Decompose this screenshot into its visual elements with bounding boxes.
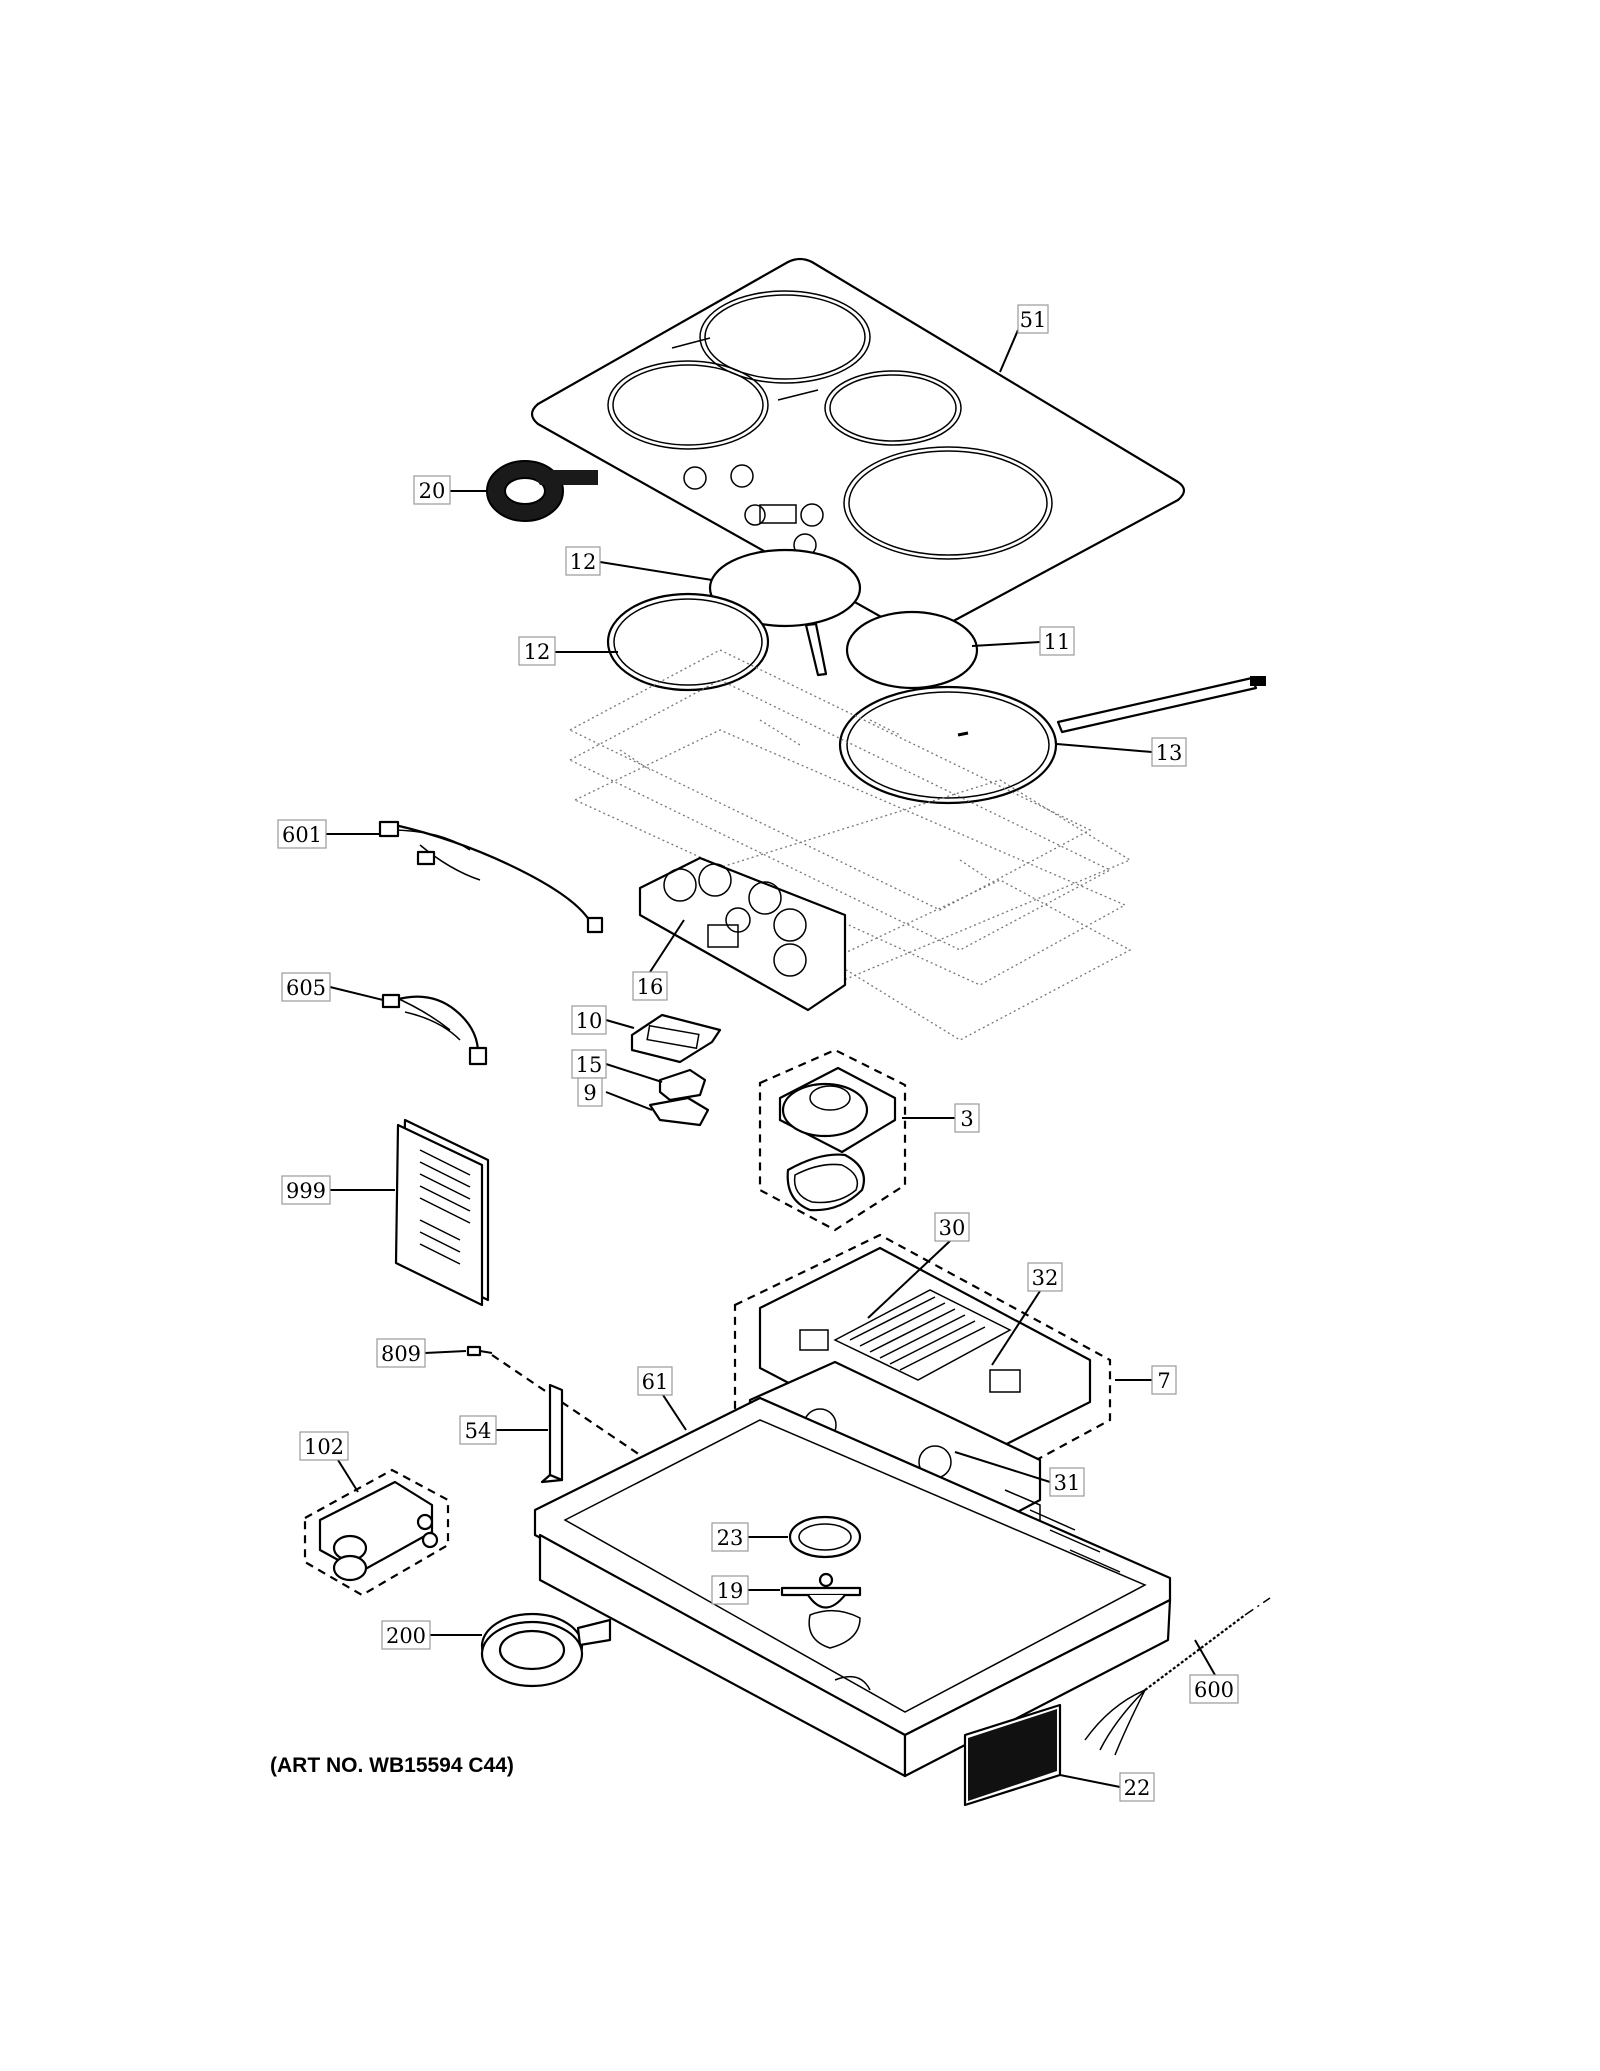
- callout-labels: 51 20 12 12 11 13 601 16 605 10 15 9 3 9…: [277, 304, 1239, 1802]
- callout-30: 30: [934, 1212, 970, 1242]
- terminal-block-part: [303, 1468, 450, 1597]
- callout-605: 605: [281, 972, 331, 1002]
- callout-12a: 12: [565, 546, 601, 576]
- svg-text:31: 31: [1054, 1471, 1081, 1495]
- callout-600: 600: [1189, 1674, 1239, 1704]
- callout-15: 15: [571, 1049, 607, 1079]
- svg-text:22: 22: [1124, 1776, 1151, 1800]
- fan-assembly-part: [758, 1048, 907, 1232]
- callout-13: 13: [1151, 737, 1187, 767]
- callout-3: 3: [954, 1103, 980, 1133]
- svg-text:601: 601: [282, 823, 322, 847]
- callout-51: 51: [1017, 304, 1049, 334]
- induction-coil-parts: [606, 548, 1266, 805]
- callout-102: 102: [299, 1431, 349, 1461]
- svg-text:200: 200: [386, 1624, 426, 1648]
- art-number: (ART NO. WB15594 C44): [270, 1754, 514, 1777]
- svg-text:30: 30: [939, 1216, 966, 1240]
- svg-text:605: 605: [286, 976, 326, 1000]
- callout-20: 20: [413, 475, 451, 505]
- callout-61: 61: [637, 1366, 673, 1396]
- glass-cooktop-part: [530, 257, 1186, 637]
- svg-text:999: 999: [286, 1179, 326, 1203]
- svg-text:12: 12: [570, 550, 597, 574]
- svg-text:3: 3: [960, 1107, 973, 1131]
- svg-text:23: 23: [717, 1526, 744, 1550]
- callout-31: 31: [1049, 1467, 1085, 1497]
- owners-manual-part: [394, 1118, 490, 1307]
- svg-text:102: 102: [304, 1435, 344, 1459]
- callout-16: 16: [632, 971, 668, 1001]
- svg-text:7: 7: [1157, 1369, 1170, 1393]
- svg-text:10: 10: [576, 1009, 603, 1033]
- svg-text:32: 32: [1032, 1266, 1059, 1290]
- gasket-roll-part: [486, 460, 598, 522]
- tape-roll-part: [480, 1612, 612, 1688]
- callout-7: 7: [1151, 1365, 1177, 1395]
- callout-9: 9: [577, 1077, 603, 1107]
- svg-text:51: 51: [1020, 308, 1047, 332]
- svg-text:20: 20: [419, 479, 446, 503]
- svg-text:54: 54: [465, 1419, 492, 1443]
- callout-12b: 12: [518, 636, 556, 666]
- svg-text:19: 19: [717, 1579, 744, 1603]
- svg-text:13: 13: [1156, 741, 1183, 765]
- svg-text:809: 809: [381, 1342, 421, 1366]
- callout-11: 11: [1039, 626, 1075, 656]
- callout-23: 23: [711, 1522, 749, 1552]
- callout-601: 601: [277, 819, 327, 849]
- callout-809: 809: [376, 1338, 426, 1368]
- svg-text:9: 9: [583, 1081, 596, 1105]
- callout-10: 10: [571, 1005, 607, 1035]
- svg-text:61: 61: [642, 1370, 669, 1394]
- svg-text:15: 15: [576, 1053, 603, 1077]
- wire-harness-parts: [378, 820, 604, 1066]
- callout-54: 54: [459, 1415, 497, 1445]
- leader-lines: [325, 329, 1216, 1788]
- callout-999: 999: [281, 1175, 331, 1205]
- svg-text:11: 11: [1044, 630, 1071, 654]
- svg-text:16: 16: [637, 975, 664, 999]
- callout-19: 19: [711, 1575, 749, 1605]
- control-board-part: [638, 856, 847, 1012]
- svg-text:600: 600: [1194, 1678, 1234, 1702]
- conduit-part: [1084, 1597, 1271, 1756]
- callout-22: 22: [1119, 1772, 1155, 1802]
- label-part: [963, 1703, 1062, 1807]
- small-bracket-parts: [630, 1013, 722, 1127]
- screw-and-bracket-parts: [466, 1345, 641, 1484]
- grommet-and-clip-parts: [780, 1515, 862, 1609]
- svg-text:12: 12: [524, 640, 551, 664]
- callout-32: 32: [1027, 1262, 1063, 1292]
- callout-200: 200: [381, 1620, 431, 1650]
